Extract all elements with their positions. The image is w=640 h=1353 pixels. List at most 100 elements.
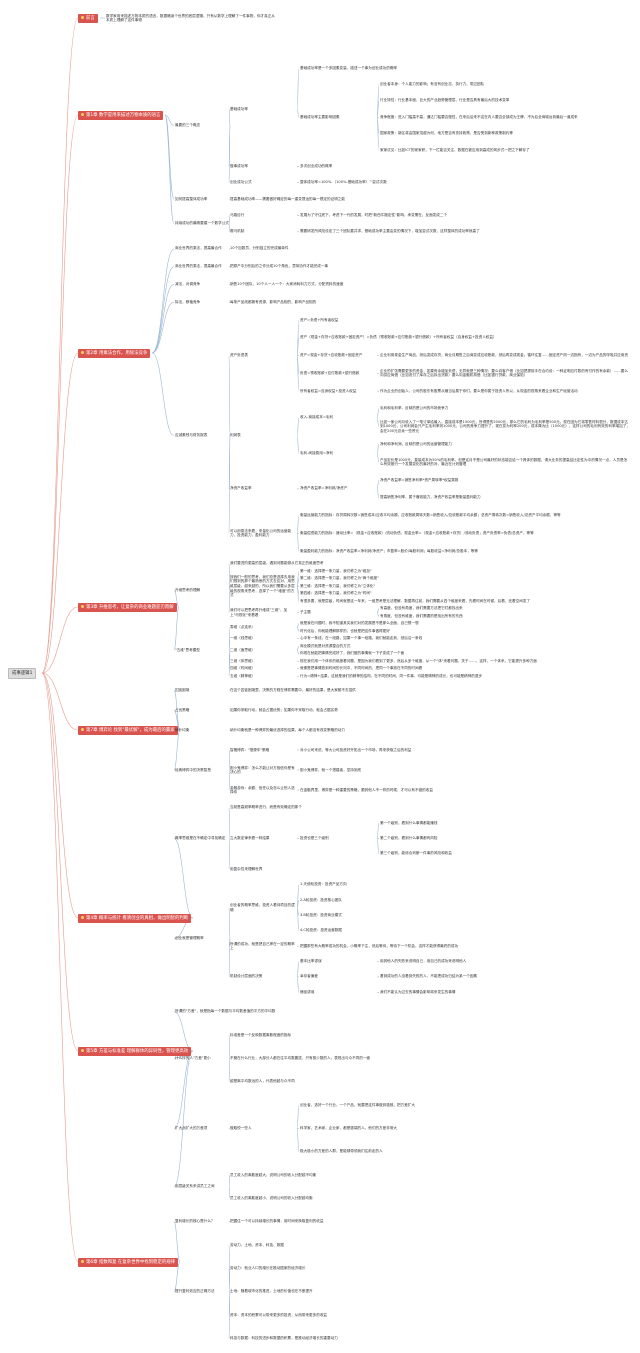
chapter-node[interactable]: 第6章 指数和复 在复杂世界中找到稳定的规律 bbox=[78, 1257, 179, 1267]
topic-node[interactable]: 创业就是管理概率 bbox=[175, 935, 204, 940]
topic-node[interactable]: 持续成功的最精要建一个数学公式 bbox=[175, 221, 229, 226]
leaf-node[interactable]: 在金融界里，博弈是一种重要的策略，跟其他人不一样的时候，才可以有不错的收益 bbox=[300, 787, 433, 792]
leaf-node[interactable]: 当前是高频率概率进行，而是有效确定的那个 bbox=[230, 805, 302, 810]
chapter-node[interactable]: 前言 bbox=[78, 13, 98, 23]
leaf-node[interactable]: 时代化后，你就能理解那样的，也就是把这件事做得更好 bbox=[300, 628, 390, 633]
topic-node[interactable]: 可以用乘法来看，来量化公司的运营能力，投资能力，盈利能力 bbox=[230, 528, 292, 538]
leaf-node[interactable]: 国家政策：新区将由国家逗越为何，地方是否有扶持政策，是否受到新种政策制约等 bbox=[380, 131, 513, 136]
topic-node[interactable]: 资产=现金+存货+应收账款+固定资产 bbox=[300, 353, 363, 358]
leaf-node[interactable]: 提高基础成功率——需要做好确定的每一重变提运的每一根定的证明之能 bbox=[230, 196, 345, 201]
topic-node[interactable]: 负债=预收账款+应付账款+银行借款 bbox=[300, 370, 360, 375]
topic-node[interactable]: 五维（精神维） bbox=[230, 673, 256, 678]
leaf-node[interactable]: 创业者本身：个人能力的影响；有没有创业志、执行力、带过团队 bbox=[380, 82, 485, 87]
leaf-node[interactable]: 作为企业的创始人，公司的股东有股票从赚当后属于你们。要么是你属于投资人所以，从现… bbox=[380, 388, 578, 393]
topic-node[interactable]: "五维"思考模型 bbox=[175, 647, 200, 652]
leaf-node[interactable]: 用复杂性来理解世界 bbox=[230, 866, 263, 871]
leaf-node[interactable]: 现在我们用一个体系的维度看问题，是因为我们看到了更多，然后从多个维度，从一个"体… bbox=[300, 658, 537, 663]
chapter-node[interactable]: 第5章 方差与标准差 理解群体的异同性，管理更高效 bbox=[78, 1046, 192, 1056]
topic-node[interactable]: 基础成功率主要影响因素 bbox=[300, 114, 340, 119]
leaf-node[interactable]: 行为=精神+结果，这就是我们的精神的结构，在不同的时间，同一件事，可能是精神的成… bbox=[300, 673, 483, 678]
leaf-node[interactable]: 净资产收益率=销售净利率*资产周转率*权益乘数 bbox=[380, 477, 459, 482]
leaf-node[interactable]: 土地：随着城市化的推进，土地的价值也在不断提升 bbox=[230, 1289, 313, 1294]
topic-node[interactable]: 纳什均衡 bbox=[175, 727, 190, 732]
leaf-node[interactable]: 有高度，但没有角度，我们需要方法把它们都找出来 bbox=[380, 606, 463, 611]
topic-node[interactable]: 智猪博弈："搭便车"策略 bbox=[230, 747, 270, 752]
topic-node[interactable]: 做事成功率 bbox=[230, 163, 248, 168]
topic-node[interactable]: 零维（点连系） bbox=[230, 625, 256, 629]
topic-node[interactable]: 经典博弈中的决策智慧 bbox=[175, 767, 211, 772]
leaf-node[interactable]: 衡量运营能力的指标：存货周转次数=销售成本/应收平均余额，应收账款周转天数=销售… bbox=[300, 513, 561, 518]
topic-node[interactable]: 应减素残与财务报表 bbox=[175, 433, 208, 438]
chapter-node[interactable]: 第1章 数学是用来描述万物本质的语言 bbox=[78, 110, 164, 120]
leaf-node[interactable]: 有很多要，就是层级，时间就是这一年来，一维思考是无法理解，数据再往前，我们需要从… bbox=[300, 598, 530, 603]
leaf-node[interactable]: 竞争程度：进入门槛高不高，通达门槛要否慢性，在来后后来不这在内人要否全部成为王牌… bbox=[380, 114, 578, 119]
topic-node[interactable]: 三维（体思维） bbox=[230, 658, 256, 663]
leaf-node[interactable]: 毛利和毛利率，反映的是公司的市场竞争力 bbox=[380, 406, 449, 411]
leaf-node[interactable]: 商业模式就是对资源整合的方式 bbox=[300, 643, 351, 648]
root-node[interactable]: 成事逻辑1 bbox=[8, 668, 37, 679]
leaf-node[interactable]: 对小公司来说，等大公司投资好开拓出一个市场，再来获取之后的利益 bbox=[300, 747, 412, 752]
leaf-node[interactable]: 不管在什么行业，大部分人都在往平均数靠拢，只有极少数的人，表现出与众不同的一面 bbox=[230, 1055, 371, 1060]
leaf-node[interactable]: 心中有一条线，在一段路，如果一个事一段路，我们就能走到，然后沿一条线 bbox=[300, 636, 423, 641]
leaf-node[interactable]: 有角度，但没有维度，我们需要的是找出所有的东西 bbox=[380, 613, 463, 618]
leaf-node[interactable]: 把握住一个可以持续增长的事情，用时间来换取复利的收益 bbox=[230, 1219, 324, 1224]
topic-node[interactable]: 复利增长的核心是什么？ bbox=[175, 1219, 215, 1224]
leaf-node[interactable]: 所谓的"方差"，就是指每一个数据与平均数差值的平方的平均数 bbox=[175, 1009, 276, 1014]
leaf-node[interactable]: 如果你采取行动，就会占据优势；如果你不采取行动，就会占据劣势 bbox=[230, 707, 338, 712]
leaf-node[interactable]: 企业的扩张需要更多的资金，如果有余增加负债，无异就是三种情况：要么向客户借（比如… bbox=[380, 368, 628, 378]
leaf-node[interactable]: 2.A轮投资：投资核心团队 bbox=[300, 897, 342, 902]
leaf-node[interactable]: 家家试见：比如ICT的家家积，下一栏能否关注，数据在被应用到高成的风步式一把之下… bbox=[380, 147, 530, 152]
leaf-node[interactable]: 第二维：选择把一条力量，我们称之为"两个维度" bbox=[300, 576, 379, 581]
leaf-node[interactable]: 需要研发所风险设定了三个团队要并求，基础成功率主要由变的情况下，增加尝试次数，这… bbox=[300, 229, 480, 234]
leaf-node[interactable]: 我们要进阶更高的层级，遇到问题能够从它真正的维度思考 bbox=[230, 561, 324, 566]
leaf-node[interactable]: 用其他人的失败来说明自己，用自己的成功来说明他人 bbox=[380, 959, 467, 964]
leaf-node[interactable]: 第一个级别，看到什么事情都能赚钱 bbox=[380, 820, 438, 825]
topic-node[interactable]: 利润表 bbox=[230, 433, 241, 438]
topic-node[interactable]: 除法，移植竞争 bbox=[175, 299, 201, 304]
topic-node[interactable]: 二维（面思维） bbox=[230, 647, 256, 652]
leaf-node[interactable]: 员工收入的离散度越小，说明公司的收入分配越均衡 bbox=[230, 1195, 313, 1200]
chapter-node[interactable]: 第2章 用乘法合作，用除法竞争 bbox=[78, 348, 151, 358]
topic-node[interactable]: 胆小鬼博弈：怎么才能让对方相信你是有决心的 bbox=[230, 765, 295, 775]
topic-node[interactable]: 按我们一般的思考，我们总是选择去用我们想到的那个最熟悉的方式去应对，用思维层级，… bbox=[230, 574, 295, 598]
leaf-node[interactable]: 在这个囚徒困境里，决策的方程在博弈需要中，最好的结果，是大家都不去招供 bbox=[230, 687, 356, 692]
leaf-node[interactable]: 资本：资本的积累可以带来更多的投资，从而带来更多的收益 bbox=[230, 1312, 328, 1317]
topic-node[interactable]: 减法，对调竞争 bbox=[175, 281, 201, 286]
leaf-node[interactable]: 创业者，选好一个行业、一个产品，就要把这件事做到极致，把方差扩大 bbox=[300, 1102, 415, 1107]
leaf-node[interactable]: 10个加数员，分别独立的完成最单件 bbox=[230, 246, 289, 251]
leaf-node[interactable]: 衡量偿债能力的指标：速动比率=（现金+应收账款）/流动负债，现金比率=（现金+应… bbox=[300, 530, 534, 535]
leaf-node[interactable]: 你现在就能把事情完成好了，我们做的事情就一下子变成了一个面 bbox=[300, 651, 405, 656]
topic-node[interactable]: 金融游戏：余额、信任以及怎么让别人选择你 bbox=[230, 785, 295, 795]
topic-node[interactable]: 创业成功公式 bbox=[230, 180, 252, 185]
topic-node[interactable]: 一维（线思维） bbox=[230, 636, 256, 641]
leaf-node[interactable]: 纳什均衡就是一种博弈的最优选择的结果，每个人都没有改变策略的动力 bbox=[230, 727, 345, 732]
topic-node[interactable]: 收入-商接成本=毛利 bbox=[300, 415, 334, 420]
topic-node[interactable]: 立大数定律来看一种结果 bbox=[230, 835, 270, 840]
leaf-node[interactable]: 我们不能认为过去的事情会影响将来发生的事情 bbox=[380, 989, 456, 994]
topic-node[interactable]: 子主题 bbox=[300, 610, 311, 614]
topic-node[interactable]: 所有者权益=自身权益+投资人权益 bbox=[300, 388, 357, 393]
leaf-node[interactable]: 资产=负债+所有者权益 bbox=[300, 317, 339, 322]
leaf-node[interactable]: 比如一家公司月收入了一笔订单给最入，直接成本是1500元，所得是的2000元，那… bbox=[380, 419, 630, 433]
leaf-node[interactable]: 衡量盈利能力的指标：净资产收益率=净利润/净资产；市盈率=股价/每股利润；每股收… bbox=[300, 548, 478, 553]
topic-node[interactable]: 投资也是三个级别 bbox=[300, 835, 329, 840]
chapter-node[interactable]: 第7章 博弈论 找到"最优解"，成为最后的赢家 bbox=[78, 725, 178, 735]
leaf-node[interactable]: 员工收入的离散度越大，说明公司的收入分配越不均衡 bbox=[230, 1172, 317, 1177]
leaf-node[interactable]: 销售10个团队，10个人一人一个：大家消耗料力方式，分配资料的速度 bbox=[230, 281, 344, 286]
topic-node[interactable]: 基本比率谬误 bbox=[300, 959, 322, 964]
topic-node[interactable]: 占优策略 bbox=[175, 707, 190, 712]
topic-node[interactable]: 基础成功率 bbox=[230, 106, 248, 111]
leaf-node[interactable]: 整体成功率=100%-（100%-基础成功率）^尝试次数 bbox=[300, 180, 387, 185]
leaf-node[interactable]: 越是离平均数远的人，代表他越与众不同 bbox=[230, 1079, 295, 1084]
topic-node[interactable]: 如何提高整体成功率 bbox=[175, 196, 208, 201]
leaf-node[interactable]: 企业利用现金生产商品，然后变成存货，商业月期售之后商变成应收账款，然后再变成现金… bbox=[380, 353, 628, 358]
chapter-node[interactable]: 第3章 升维思考，让复杂的商业难题迎刃而解 bbox=[78, 602, 177, 612]
topic-node[interactable]: 赛马机制 bbox=[230, 229, 245, 234]
leaf-node[interactable]: 行业特性：行业基本面、巨大的产业趋势管理层、行业是否具有最后大的技术变革 bbox=[380, 98, 510, 103]
leaf-node[interactable]: 看到成功的人没看到失败的人，不能把成功归结为某一个因素 bbox=[380, 974, 478, 979]
leaf-node[interactable]: 把原产中分别后的之作分成10个角色，意味协作才能完成一事 bbox=[230, 264, 329, 269]
topic-node[interactable]: 商业世界的乘法，提高最合作 bbox=[175, 264, 222, 269]
leaf-node[interactable]: 就是我在问题时，我不知道其实我们对的发展是不是那么全面，自己想一想 bbox=[300, 621, 419, 626]
leaf-node[interactable]: 提高销售净利率、属于赚钱能力，净资产收益率是衡量盈利能力 bbox=[380, 495, 481, 500]
leaf-node[interactable]: 标准差是一个反映数据离散程度的指标 bbox=[230, 1032, 292, 1037]
